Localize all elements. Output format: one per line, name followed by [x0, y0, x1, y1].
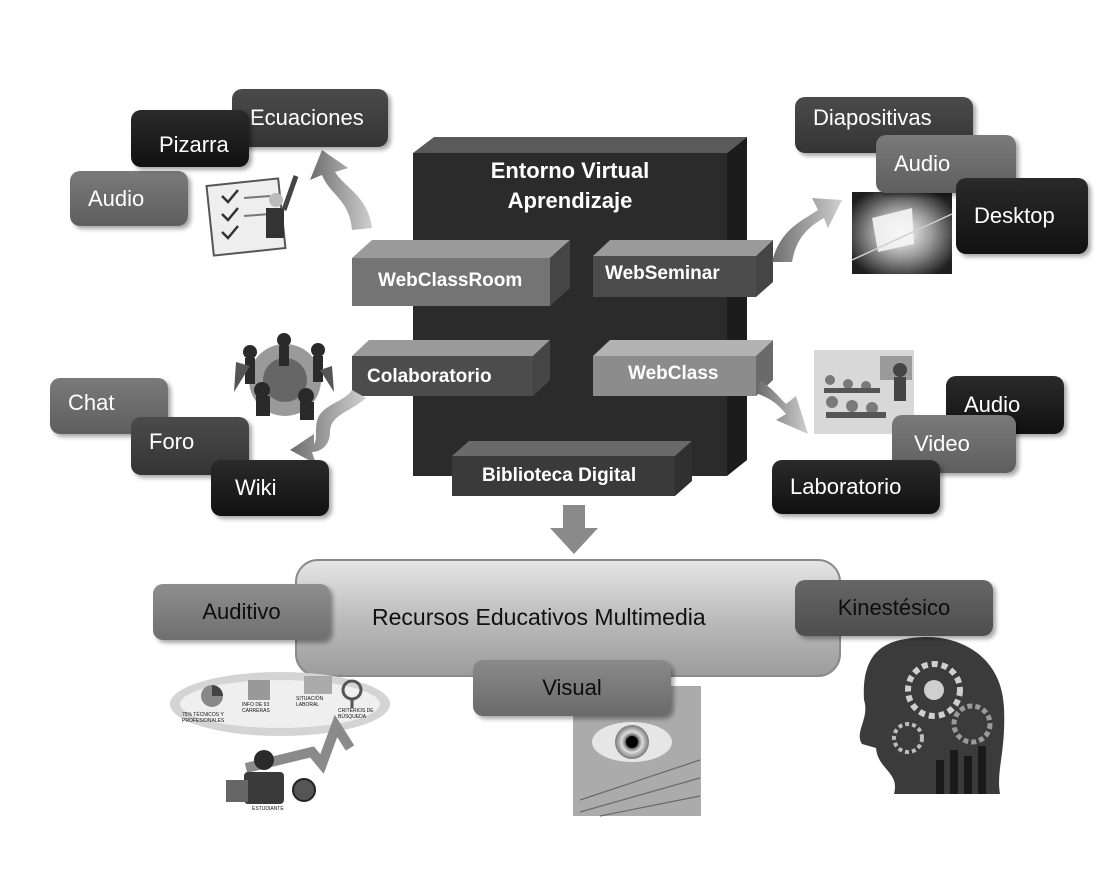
module-colaboratorio-label: Colaboratorio: [367, 366, 492, 387]
card-auditivo: Auditivo: [153, 584, 330, 640]
module-webseminar-label: WebSeminar: [605, 263, 720, 284]
card-ecuaciones: Ecuaciones: [232, 89, 388, 147]
card-desktop-label: Desktop: [974, 203, 1055, 228]
card-audio-top-left: Audio: [70, 171, 188, 226]
central-box: [413, 137, 747, 476]
card-visual-label: Visual: [542, 675, 602, 700]
card-pizarra: Pizarra: [131, 110, 249, 167]
arrow-top-right: [772, 198, 842, 262]
card-auditivo-label: Auditivo: [202, 599, 281, 624]
arrow-top-left: [310, 150, 372, 230]
card-wiki: Wiki: [211, 460, 329, 516]
module-biblioteca-label: Biblioteca Digital: [482, 465, 637, 486]
arrow-mid-right: [758, 380, 808, 434]
card-foro: Foro: [131, 417, 249, 475]
card-foro-label: Foro: [149, 429, 195, 454]
module-webseminar-shape: [593, 240, 773, 297]
card-ecuaciones-label: Ecuaciones: [250, 105, 364, 130]
illustration-label-situacion: SITUACIÓN LABORAL: [296, 696, 324, 708]
clipboard-illustration: [205, 175, 299, 257]
central-title-line2: Aprendizaje: [507, 188, 633, 213]
arrow-mid-left: [290, 390, 366, 464]
illustration-label-criterios: CRITERIOS DE BÚSQUEDA: [338, 708, 374, 720]
card-chat-label: Chat: [68, 390, 115, 415]
card-laboratorio: Laboratorio: [772, 460, 940, 514]
card-kinestesico-label: Kinestésico: [837, 595, 951, 620]
module-biblioteca-shape: [452, 441, 692, 496]
arrow-down: [550, 505, 598, 554]
eye-illustration: [573, 686, 701, 817]
card-audio-top-left-label: Audio: [88, 185, 145, 211]
card-audio-top-right-label: Audio: [894, 151, 951, 176]
head-gears-illustration: [859, 636, 1005, 794]
card-wiki-label: Wiki: [235, 475, 277, 500]
module-colaboratorio-shape: [352, 340, 550, 396]
central-title: Entorno Virtual Aprendizaje: [413, 156, 727, 216]
module-webclassroom-label: WebClassRoom: [378, 270, 523, 291]
illustration-label-info: INFO DE 93 CARRERAS: [242, 702, 270, 714]
laptop-illustration: [851, 192, 953, 274]
central-title-line1: Entorno Virtual: [490, 158, 650, 183]
illustration-label-tecnicos: 75% TÉCNICOS Y PROFESIONALES: [182, 712, 225, 724]
illustration-label-estudiante: ESTUDIANTE: [252, 806, 284, 812]
career-info-illustration: [170, 672, 390, 804]
people-circle-illustration: [234, 333, 334, 420]
card-diapositivas-label: Diapositivas: [813, 105, 932, 130]
module-webclassroom-shape: [352, 240, 570, 306]
card-laboratorio-label: Laboratorio: [790, 474, 902, 499]
resources-title: Recursos Educativos Multimedia: [372, 604, 706, 630]
card-visual: Visual: [473, 660, 671, 716]
module-webclass-label: WebClass: [628, 363, 719, 384]
card-audio-mid-right-label: Audio: [964, 392, 1021, 417]
module-webclass-shape: [593, 340, 773, 396]
card-kinestesico: Kinestésico: [795, 580, 993, 636]
card-desktop: Desktop: [956, 178, 1088, 254]
card-video-label: Video: [914, 431, 970, 456]
card-pizarra-label: Pizarra: [159, 132, 229, 157]
